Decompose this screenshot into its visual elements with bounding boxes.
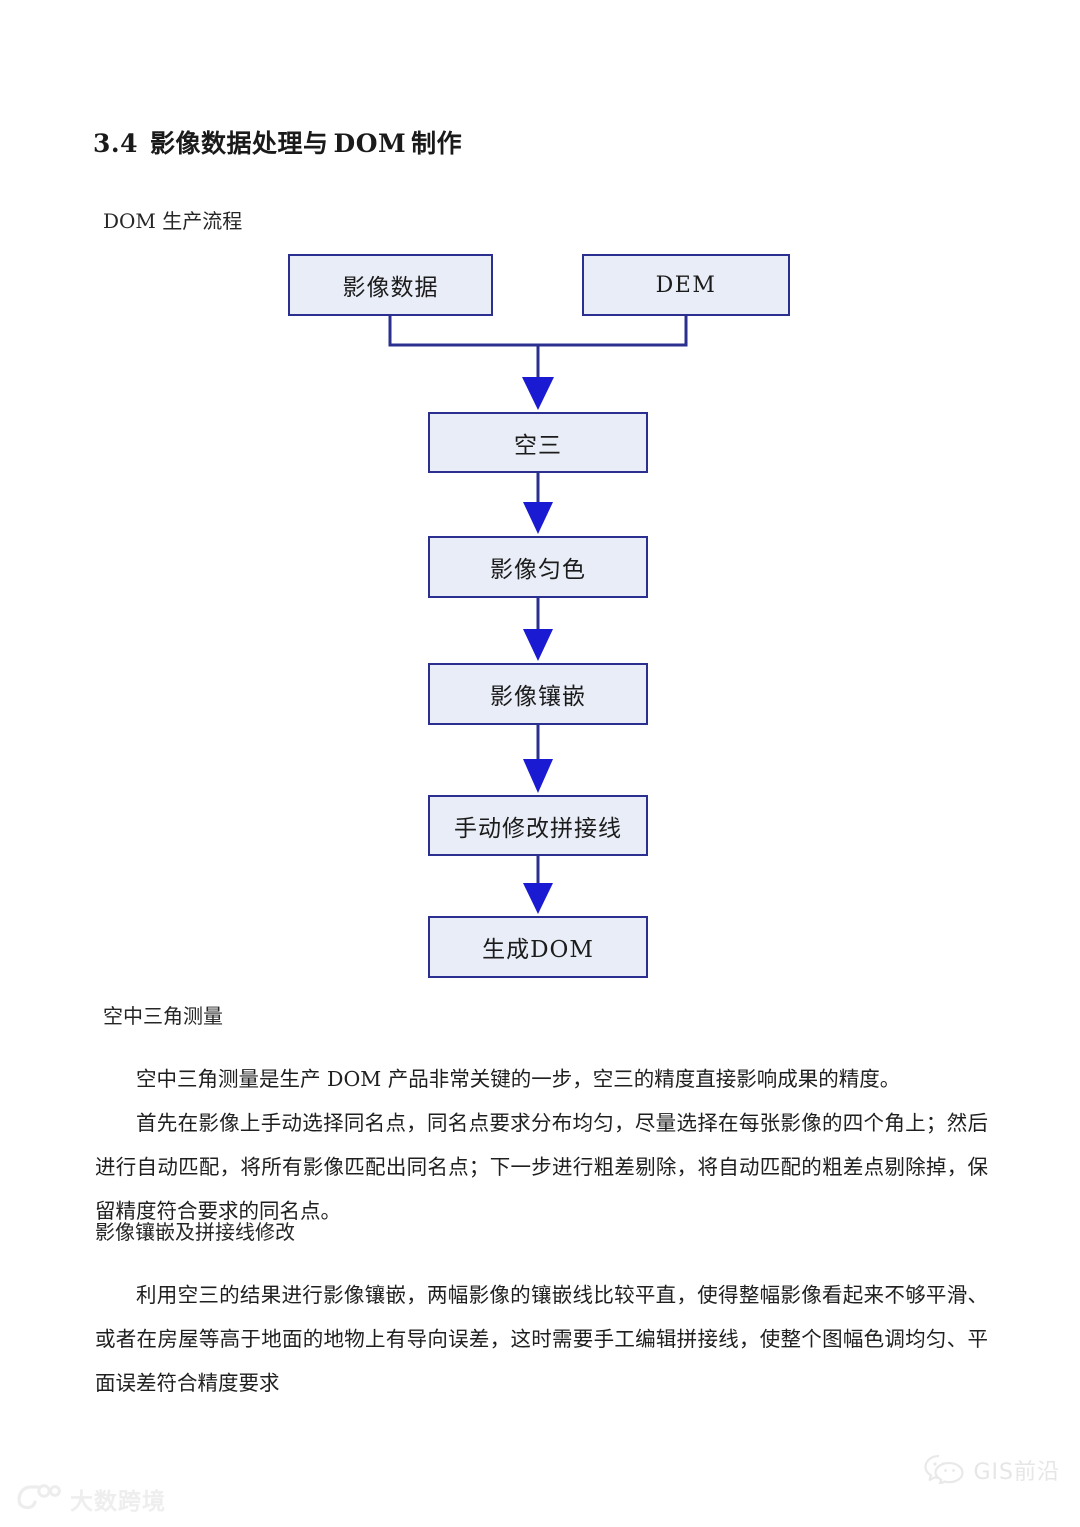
flow-node-aerotriangulation[interactable]: 空三 — [428, 412, 648, 473]
arrowhead-to-at — [522, 377, 554, 410]
section-title-cn-after: 制作 — [411, 129, 463, 158]
wechat-icon — [924, 1452, 965, 1488]
watermark-bottom-right: GIS前沿 — [924, 1452, 1060, 1488]
arrowhead-to-color — [523, 502, 553, 534]
flow-node-generate-dom[interactable]: 生成DOM — [428, 916, 648, 978]
watermark-right-text: GIS前沿 — [973, 1460, 1060, 1485]
flow-node-color-balancing[interactable]: 影像匀色 — [428, 536, 648, 598]
section-title-cn-before: 影像数据处理与 — [150, 129, 329, 158]
logo-icon — [16, 1482, 62, 1516]
flow-node-image-mosaic[interactable]: 影像镶嵌 — [428, 663, 648, 725]
section-number: 3.4 — [93, 129, 138, 158]
dom-production-flowchart: 影像数据 DEM 空三 影像匀色 影像镶嵌 手动修改拼接线 生成DOM — [288, 254, 790, 978]
arrowhead-to-seam — [523, 759, 553, 793]
flow-node-manual-seamline-edit[interactable]: 手动修改拼接线 — [428, 795, 648, 856]
flow-node-dem[interactable]: DEM — [582, 254, 790, 316]
watermark-left-text: 大数跨境 — [70, 1489, 166, 1515]
paragraph-aero-1: 空中三角测量是生产 DOM 产品非常关键的一步，空三的精度直接影响成果的精度。 — [136, 1066, 901, 1091]
edge-merge-bar — [388, 316, 688, 347]
paragraph-aero-2: 首先在影像上手动选择同名点，同名点要求分布均匀，尽量选择在每张影像的四个角上；然… — [95, 1110, 988, 1223]
flowchart-caption: DOM 生产流程 — [103, 209, 243, 233]
watermark-bottom-left: 大数跨境 — [16, 1482, 166, 1516]
subheading-mosaic-seamline: 影像镶嵌及拼接线修改 — [95, 1220, 295, 1244]
arrowhead-to-out — [523, 883, 553, 914]
subheading-aerotriangulation: 空中三角测量 — [103, 1004, 223, 1028]
section-title-acronym: DOM — [333, 129, 407, 158]
flow-node-image-data[interactable]: 影像数据 — [288, 254, 493, 316]
arrowhead-to-mosaic — [523, 629, 553, 661]
paragraph-mosaic-1: 利用空三的结果进行影像镶嵌，两幅影像的镶嵌线比较平直，使得整幅影像看起来不够平滑… — [95, 1282, 988, 1395]
